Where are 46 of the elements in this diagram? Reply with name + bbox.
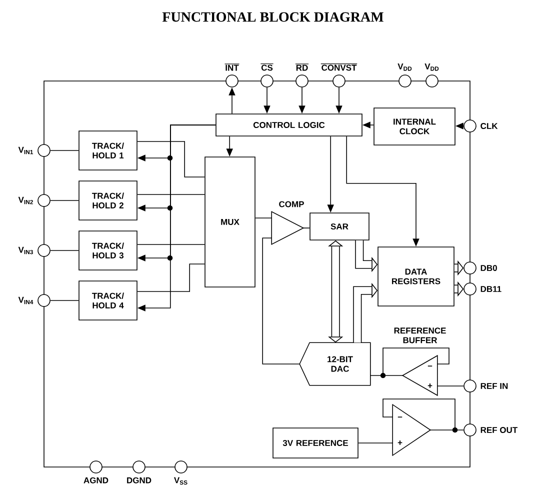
wire [137, 244, 205, 245]
pin-label: V$_{IN4}$ [18, 296, 34, 304]
wire [137, 141, 205, 178]
pin-label: V$_{DD}$ [398, 64, 412, 71]
pin-label: RD [295, 64, 309, 71]
block-box: TRACK/ HOLD 4 [78, 280, 138, 320]
pin-label: V$_{DD}$ [424, 64, 439, 71]
block-box: TRACK/ HOLD 2 [78, 180, 138, 220]
wire [262, 238, 300, 364]
pin-label: REF IN [480, 383, 508, 389]
block-box: TRACK/ HOLD 1 [78, 130, 138, 170]
title: FUNCTIONAL BLOCK DIAGRAM [162, 12, 384, 22]
pin-label: AGND [84, 477, 108, 484]
pin-label: DB11 [480, 286, 502, 292]
wire [358, 442, 393, 444]
pin-label: V$_{IN1}$ [18, 146, 34, 154]
block-label: COMP [279, 201, 304, 208]
pin-label: CONVST [320, 63, 358, 71]
pin-label: V$_{IN3}$ [18, 246, 33, 254]
pin-label: CLK [480, 123, 498, 129]
block-box: DATA REGISTERS [378, 246, 454, 306]
wire [50, 200, 79, 201]
polarity-sign: – [398, 416, 402, 418]
block-label: REFERENCE BUFFER [394, 328, 446, 344]
pin-label: V$_{SS}$ [174, 477, 188, 485]
wire [50, 300, 79, 301]
wire [137, 194, 205, 195]
polarity-sign: + [398, 440, 402, 445]
dac-pentagon: 12-BIT DAC [299, 342, 371, 386]
wire [137, 264, 205, 292]
wire [50, 150, 79, 151]
pin-label: DGND [127, 477, 152, 484]
block-box: SAR [310, 212, 370, 240]
pin-label: DB0 [480, 265, 497, 271]
block-box: 3V REFERENCE [272, 428, 358, 458]
wire [370, 375, 403, 376]
polarity-sign: + [428, 384, 432, 388]
pin-label: INT [224, 64, 240, 71]
block-box: INTERNAL CLOCK [374, 108, 456, 146]
mux-box: MUX [204, 156, 256, 288]
pin-label: V$_{IN2}$ [18, 196, 33, 204]
pin-label: REF OUT [480, 427, 518, 433]
block-box: TRACK/ HOLD 3 [78, 230, 138, 270]
pin-label: CS [260, 63, 274, 71]
block-box: CONTROL LOGIC [216, 114, 362, 136]
wire [50, 250, 79, 251]
